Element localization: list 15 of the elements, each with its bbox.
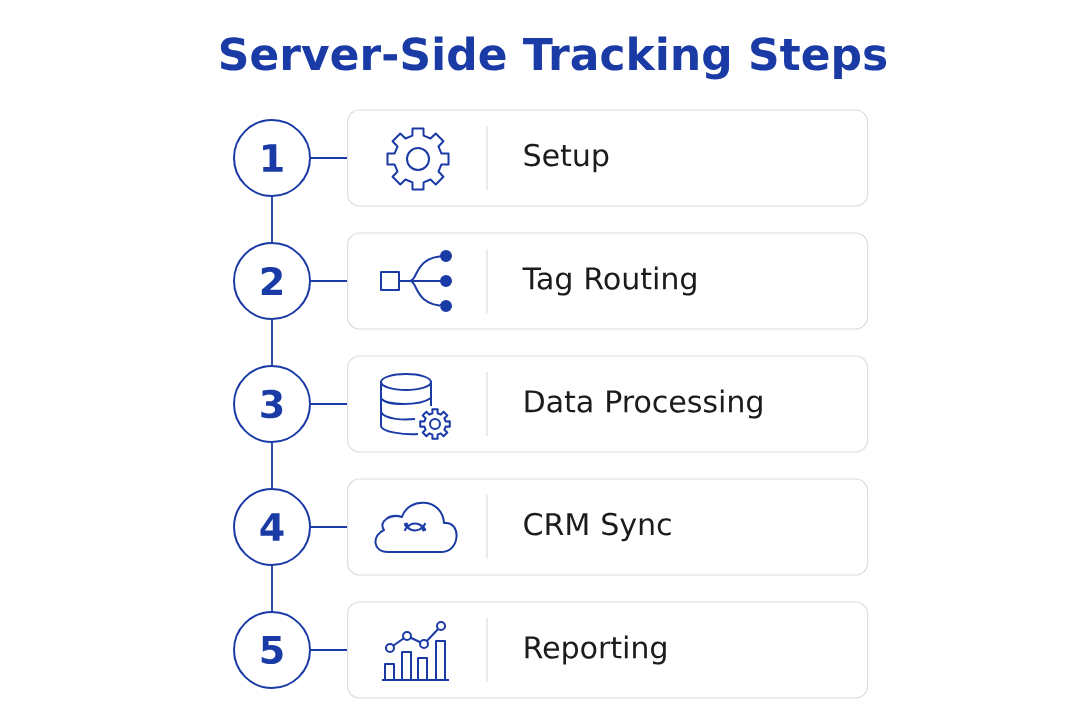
connector-line	[310, 403, 348, 405]
title: Server-Side Tracking Steps	[220, 36, 887, 80]
connector-line	[271, 196, 273, 243]
step-card: Tag Routing	[347, 232, 869, 330]
connector-line	[310, 280, 348, 282]
connector-line	[271, 442, 273, 489]
step-card: Reporting	[347, 601, 869, 699]
connector-line	[310, 649, 348, 651]
step-card: CRM Sync	[347, 478, 869, 576]
connector-line	[271, 319, 273, 366]
step-card: Setup	[347, 109, 869, 207]
connector-line	[271, 565, 273, 612]
connector-line	[310, 526, 348, 528]
connector-line	[310, 157, 348, 159]
step-card: Data Processing	[347, 355, 869, 453]
